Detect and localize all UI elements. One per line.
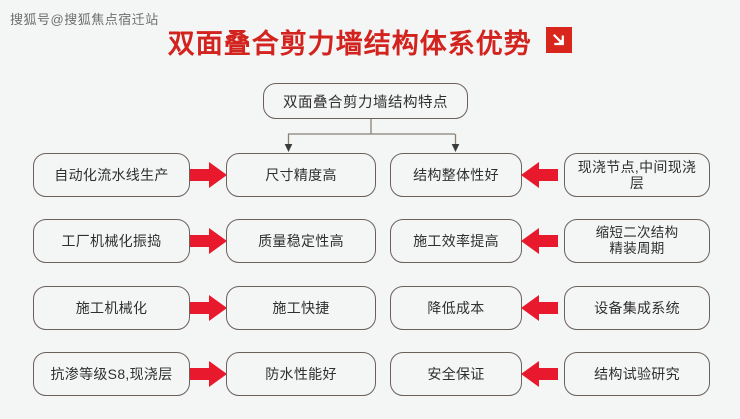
arrow-left-icon bbox=[521, 160, 559, 190]
flow-row: 自动化流水线生产 尺寸精度高 结构整体性好 现浇节点,中间现浇层 bbox=[0, 153, 740, 197]
node-label: 缩短二次结构精装周期 bbox=[595, 224, 679, 256]
root-node-label: 双面叠合剪力墙结构特点 bbox=[283, 94, 448, 111]
page-title: 双面叠合剪力墙结构体系优势 bbox=[0, 22, 740, 61]
node-right-effect[interactable]: 施工效率提高 bbox=[390, 219, 522, 263]
arrow-right-icon bbox=[190, 226, 228, 256]
arrow-right-icon bbox=[190, 359, 228, 389]
node-label: 安全保证 bbox=[427, 365, 485, 382]
arrow-right-icon bbox=[190, 293, 228, 323]
node-left-effect[interactable]: 尺寸精度高 bbox=[226, 153, 376, 197]
node-label: 施工效率提高 bbox=[413, 232, 499, 249]
node-label: 降低成本 bbox=[427, 299, 485, 316]
node-label: 抗渗等级S8,现浇层 bbox=[50, 365, 173, 382]
arrow-left-icon bbox=[521, 226, 559, 256]
node-label: 自动化流水线生产 bbox=[54, 166, 169, 183]
watermark-label: 搜狐号@搜狐焦点宿迁站 bbox=[10, 12, 159, 27]
node-label: 结构整体性好 bbox=[413, 166, 499, 183]
arrow-left-icon bbox=[521, 359, 559, 389]
node-left-cause[interactable]: 自动化流水线生产 bbox=[33, 153, 190, 197]
node-label: 工厂机械化振捣 bbox=[61, 232, 162, 249]
arrow-right-icon bbox=[190, 160, 228, 190]
node-left-cause[interactable]: 抗渗等级S8,现浇层 bbox=[33, 352, 190, 396]
flow-row: 施工机械化 施工快捷 降低成本 设备集成系统 bbox=[0, 286, 740, 330]
flow-row: 抗渗等级S8,现浇层 防水性能好 安全保证 结构试验研究 bbox=[0, 352, 740, 396]
page-title-text: 双面叠合剪力墙结构体系优势 bbox=[167, 29, 532, 59]
flow-row: 工厂机械化振捣 质量稳定性高 施工效率提高 缩短二次结构精装周期 bbox=[0, 219, 740, 263]
arrow-left-icon bbox=[521, 293, 559, 323]
arrow-down-right-icon bbox=[546, 26, 573, 53]
node-label: 现浇节点,中间现浇层 bbox=[577, 158, 697, 191]
node-label: 尺寸精度高 bbox=[265, 166, 337, 183]
node-right-effect[interactable]: 安全保证 bbox=[390, 352, 522, 396]
node-left-effect[interactable]: 质量稳定性高 bbox=[226, 219, 376, 263]
node-label: 设备集成系统 bbox=[594, 299, 680, 316]
node-label: 施工机械化 bbox=[75, 299, 148, 316]
node-left-effect[interactable]: 施工快捷 bbox=[226, 286, 376, 330]
node-right-cause[interactable]: 结构试验研究 bbox=[564, 352, 710, 396]
node-right-effect[interactable]: 降低成本 bbox=[390, 286, 522, 330]
node-label: 防水性能好 bbox=[265, 365, 337, 382]
node-left-cause[interactable]: 施工机械化 bbox=[33, 286, 190, 330]
node-label: 质量稳定性高 bbox=[258, 232, 344, 249]
node-left-effect[interactable]: 防水性能好 bbox=[226, 352, 376, 396]
root-node[interactable]: 双面叠合剪力墙结构特点 bbox=[263, 83, 468, 119]
node-right-cause[interactable]: 设备集成系统 bbox=[564, 286, 710, 330]
node-right-cause[interactable]: 现浇节点,中间现浇层 bbox=[564, 153, 710, 197]
node-left-cause[interactable]: 工厂机械化振捣 bbox=[33, 219, 190, 263]
node-right-effect[interactable]: 结构整体性好 bbox=[390, 153, 522, 197]
node-label: 施工快捷 bbox=[272, 299, 330, 316]
node-right-cause[interactable]: 缩短二次结构精装周期 bbox=[564, 219, 710, 263]
node-label: 结构试验研究 bbox=[594, 365, 680, 382]
